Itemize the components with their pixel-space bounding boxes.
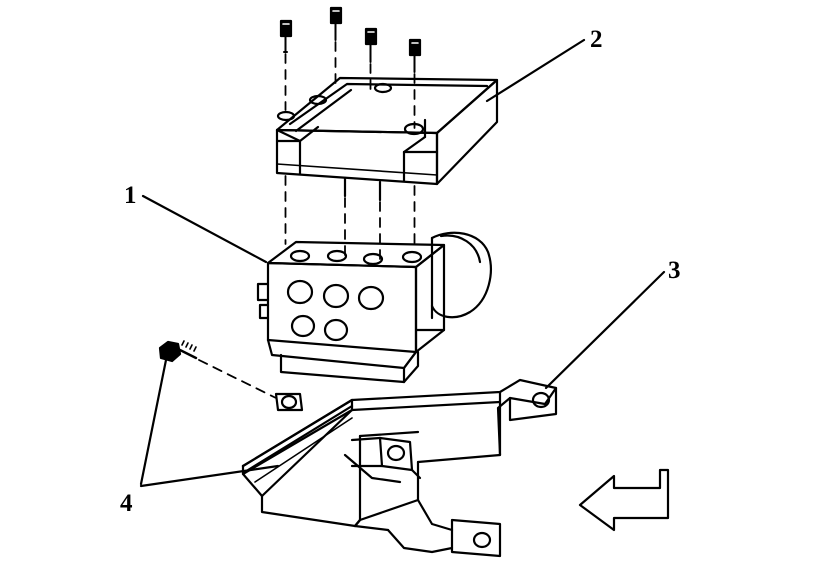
hydraulic-modulator [256, 231, 492, 384]
callout-label-3: 3 [668, 257, 681, 284]
callout-label-1: 1 [124, 182, 137, 209]
callout-label-2: 2 [590, 26, 603, 53]
callout-leaders [139, 38, 666, 488]
screw-1 [279, 19, 293, 53]
bracket-bolt [158, 340, 198, 363]
screw-3 [364, 27, 378, 63]
screw-alignment-lines [284, 41, 416, 129]
callout-label-4: 4 [120, 490, 133, 517]
screw-2 [329, 6, 343, 41]
electronic-control-module [275, 76, 499, 202]
bolt-alignment-line [198, 359, 277, 399]
mounting-bracket [241, 378, 558, 558]
screw-4 [408, 38, 422, 73]
module-alignment-lines [284, 175, 416, 263]
direction-arrow [578, 468, 670, 532]
